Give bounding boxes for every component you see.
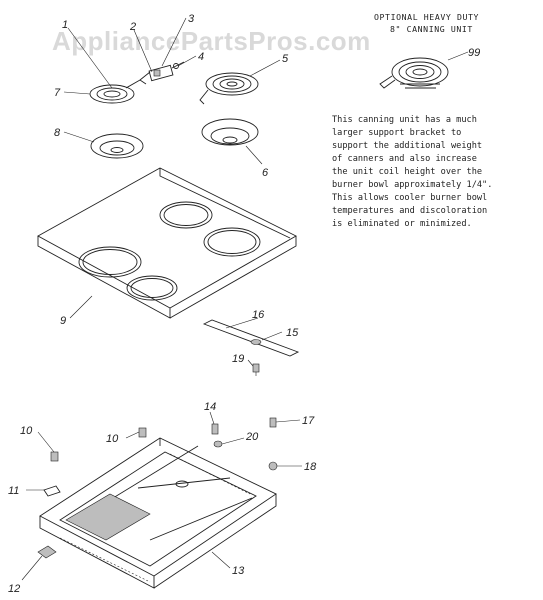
small-surface-unit [89,79,147,104]
screw-19 [252,363,260,376]
callout-18: 18 [304,461,317,473]
grommet-18 [268,461,278,471]
note-line-8: temperatures and discoloration [332,206,487,216]
callout-14: 14 [204,401,216,413]
bottom-pan [39,437,277,589]
callout-9: 9 [60,315,66,327]
callout-1: 1 [62,19,68,31]
grommet-20 [213,440,223,448]
large-surface-unit [199,72,259,105]
cooktop-main-top [37,167,297,319]
large-drip-bowl [201,118,259,146]
callout-12: 12 [8,583,20,595]
callout-19: 19 [232,353,244,365]
callout-4: 4 [198,51,204,63]
callout-5: 5 [282,53,289,65]
callout-6: 6 [262,167,269,179]
callout-16: 16 [252,309,265,321]
callout-7: 7 [54,87,61,99]
optional-unit-title-line2: 8" CANNING UNIT [390,24,473,34]
terminal-block [139,61,185,82]
note-line-4: of canners and also increase [332,154,477,164]
note-line-6: burner bowl approximately 1/4". [332,180,492,190]
watermark-text: AppliancePartsPros.com [52,26,371,56]
callout-2: 2 [129,21,136,33]
callout-3: 3 [188,13,195,25]
screw-10-left [50,451,59,462]
note-line-2: larger support bracket to [332,128,461,138]
spacer-12 [37,545,57,559]
small-drip-bowl [90,133,144,159]
callout-10-left: 10 [20,425,33,437]
callout-8: 8 [54,127,61,139]
clip-11 [43,485,61,497]
screw-14 [211,423,219,435]
screw-10-right [138,427,147,438]
note-line-3: support the additional weight [332,141,482,151]
callout-20: 20 [245,431,259,443]
callout-15: 15 [286,327,299,339]
support-bracket [202,319,300,357]
note-line-5: the unit coil height over the [332,167,482,177]
callout-13: 13 [232,565,245,577]
note-line-1: This canning unit has a much [332,115,477,125]
screw-17 [269,417,277,428]
part-number-99: 99 [468,47,480,59]
note-line-9: is eliminated or minimized. [332,219,472,229]
callout-leaders [21,17,302,581]
note-line-7: This allows cooler burner bowl [332,193,487,203]
optional-unit-title-line1: OPTIONAL HEAVY DUTY [374,12,479,22]
callout-11: 11 [8,485,19,497]
callout-17: 17 [302,415,315,427]
canning-unit-note: This canning unit has a much larger supp… [332,115,492,229]
callout-10-right: 10 [106,433,119,445]
canning-unit-coil [379,57,449,89]
